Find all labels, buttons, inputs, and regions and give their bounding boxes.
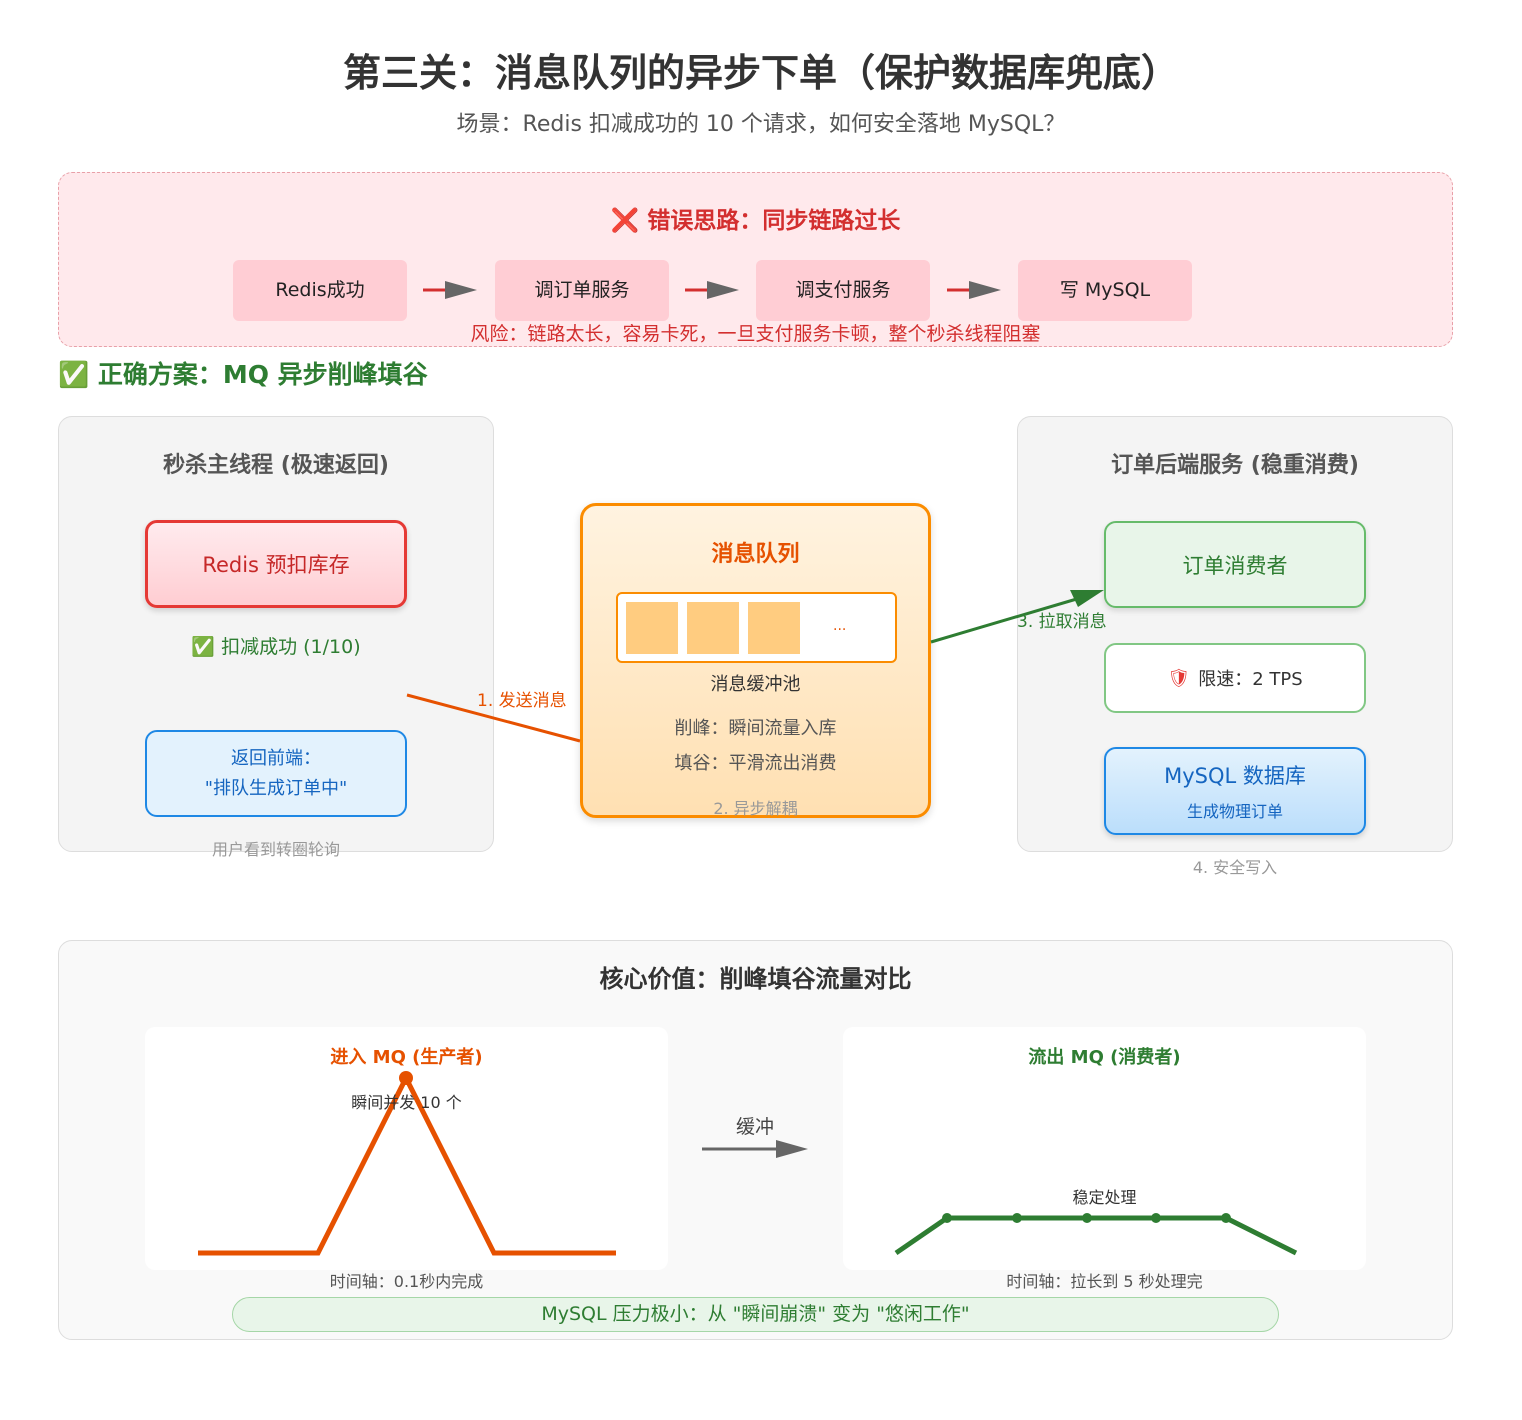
peak-shaving-text: 削峰：瞬间流量入库	[674, 718, 837, 739]
steady-label: 稳定处理	[1072, 1188, 1137, 1207]
core-value-title: 核心价值：削峰填谷流量对比	[599, 965, 912, 993]
mq-title: 消息队列	[711, 542, 800, 567]
consumer-axis-label: 时间轴：拉长到 5 秒处理完	[1006, 1272, 1203, 1291]
wrong-approach-title: ❌ 错误思路：同步链路过长	[610, 208, 901, 234]
peak-point	[399, 1071, 413, 1085]
mysql-box: MySQL 数据库 生成物理订单	[1104, 747, 1366, 835]
order-consumer-box: 订单消费者	[1104, 521, 1366, 608]
rate-limit-box: 🛡 限速：2 TPS	[1104, 643, 1366, 713]
arrow-right-icon	[685, 281, 739, 299]
arrow-right-icon	[423, 281, 477, 299]
wrong-step: 调支付服务	[756, 260, 930, 321]
send-message-label: 1. 发送消息	[477, 691, 567, 711]
deduct-success-text: ✅ 扣减成功 (1/10)	[191, 636, 361, 658]
valley-filling-text: 填谷：平滑流出消费	[674, 753, 837, 774]
wrong-step: 调订单服务	[495, 260, 669, 321]
return-frontend-box: 返回前端： "排队生成订单中"	[145, 730, 407, 817]
risk-text: 风险：链路太长，容易卡死，一旦支付服务卡顿，整个秒杀线程阻塞	[470, 323, 1041, 345]
message-queue-box: 消息队列 ... 消息缓冲池 削峰：瞬间流量入库 填谷：平滑流出消费 2. 异步…	[580, 503, 931, 818]
main-thread-title: 秒杀主线程 (极速返回)	[163, 453, 389, 478]
return-line2: "排队生成订单中"	[204, 777, 348, 799]
page-subtitle: 场景：Redis 扣减成功的 10 个请求，如何安全落地 MySQL？	[456, 112, 1066, 137]
peak-label: 瞬间并发 10 个	[351, 1093, 462, 1112]
wrong-approach-panel: ❌ 错误思路：同步链路过长 Redis成功 调订单服务 调支付服务 写 MySQ…	[58, 172, 1453, 347]
message-block	[748, 602, 800, 654]
wrong-step: 写 MySQL	[1018, 260, 1192, 321]
correct-approach-title: ✅ 正确方案：MQ 异步削峰填谷	[58, 360, 428, 389]
mysql-title: MySQL 数据库	[1164, 764, 1306, 788]
page-title: 第三关：消息队列的异步下单（保护数据库兜底）	[342, 51, 1179, 95]
consumer-line	[894, 1213, 1298, 1256]
mysql-pressure-banner: MySQL 压力极小：从 "瞬间崩溃" 变为 "悠闲工作"	[232, 1297, 1279, 1332]
message-block	[687, 602, 739, 654]
redis-precheck-box: Redis 预扣库存	[145, 520, 407, 608]
message-block	[626, 602, 678, 654]
polling-note: 用户看到转圈轮询	[211, 840, 340, 859]
more-ellipsis: ...	[833, 618, 847, 634]
backend-title: 订单后端服务 (稳重消费)	[1111, 453, 1359, 478]
producer-axis-label: 时间轴：0.1秒内完成	[329, 1272, 484, 1291]
consumer-chart-title: 流出 MQ (消费者)	[1028, 1047, 1181, 1068]
pull-message-label: 3. 拉取消息	[1017, 612, 1107, 632]
arrow-right-icon	[702, 1140, 808, 1158]
buffer-pool-label: 消息缓冲池	[710, 674, 801, 695]
arrow-right-icon	[947, 281, 1001, 299]
producer-line	[198, 1071, 616, 1256]
consumer-chart: 流出 MQ (消费者) 稳定处理	[843, 1027, 1366, 1270]
buffer-label: 缓冲	[735, 1116, 774, 1138]
mysql-subtitle: 生成物理订单	[1186, 802, 1283, 821]
message-buffer: ...	[616, 592, 897, 663]
rate-limit-text: 限速：2 TPS	[1198, 669, 1303, 690]
producer-chart: 进入 MQ (生产者) 瞬间并发 10 个	[145, 1027, 668, 1270]
producer-chart-title: 进入 MQ (生产者)	[330, 1047, 483, 1068]
return-line1: 返回前端：	[231, 747, 321, 769]
wrong-step: Redis成功	[233, 260, 407, 321]
async-decouple-label: 2. 异步解耦	[713, 799, 798, 818]
safe-write-label: 4. 安全写入	[1192, 858, 1278, 877]
shield-icon: 🛡	[1167, 667, 1191, 689]
